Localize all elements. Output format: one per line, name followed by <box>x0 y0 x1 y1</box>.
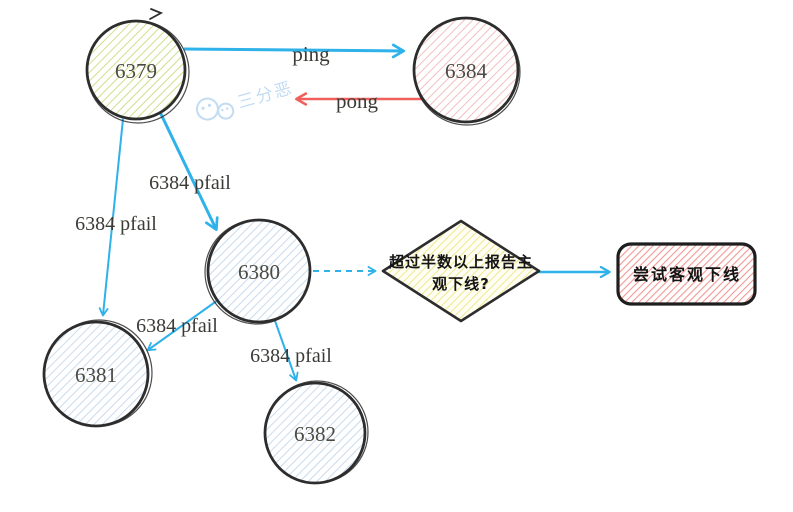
diagram-edges <box>98 43 611 382</box>
node-6381: 6381 <box>42 319 153 428</box>
node-6379: 6379 <box>85 8 190 124</box>
node-6382: 6382 <box>263 380 369 485</box>
edge-6380-to-6381-arrow <box>146 299 219 352</box>
node-6384-circle <box>412 16 520 124</box>
node-6379-sketch-tick <box>149 8 164 20</box>
edge-6380-to-6382-arrow <box>273 317 299 382</box>
node-6382-label: 6382 <box>294 422 336 446</box>
node-6381-circle <box>42 320 150 428</box>
node-6379-circle <box>85 19 187 121</box>
action-box-shape <box>616 242 757 306</box>
wechat-icon-bubble-large <box>195 97 219 121</box>
action-box-label: 尝试客观下线 <box>633 265 741 284</box>
edge-label-pfail-6380-6381: 6384 pfail <box>136 315 218 337</box>
node-6379-label: 6379 <box>115 59 157 83</box>
wechat-icon-eye <box>201 106 205 110</box>
decision-text-line1: 超过半数以上报告主 <box>388 253 533 271</box>
node-6380: 6380 <box>204 218 312 325</box>
decision-text-line2: 观下线? <box>432 275 490 293</box>
node-6384: 6384 <box>412 16 521 126</box>
edge-ping-arrow <box>183 43 406 59</box>
edge-labels: ping pong 6384 pfail 6384 pfail 6384 pfa… <box>75 42 378 367</box>
watermark: 三分恶 <box>195 78 296 121</box>
edge-6379-to-6381-arrow <box>98 118 124 317</box>
action-box: 尝试客观下线 <box>616 242 757 306</box>
node-6380-label: 6380 <box>238 260 280 284</box>
wechat-icon-eye <box>225 107 229 110</box>
wechat-icon-eye <box>221 108 224 112</box>
edge-label-pfail-6379-6381: 6384 pfail <box>75 213 157 235</box>
wechat-icon-eye <box>207 103 212 107</box>
wechat-icon-bubble-small <box>217 102 235 120</box>
decision-diamond-shape <box>381 219 541 323</box>
edge-label-ping: ping <box>292 42 330 66</box>
edge-label-pong: pong <box>336 89 379 113</box>
node-6382-circle <box>263 381 367 485</box>
watermark-text: 三分恶 <box>235 78 295 113</box>
node-6381-label: 6381 <box>75 363 117 387</box>
edge-label-pfail-6379-6380: 6384 pfail <box>149 172 231 194</box>
node-6380-circle <box>206 218 312 324</box>
node-6384-label: 6384 <box>445 59 488 83</box>
edge-6379-to-6380-arrow <box>158 111 219 232</box>
decision-diamond: 超过半数以上报告主 观下线? <box>381 219 541 323</box>
edge-label-pfail-6380-6382: 6384 pfail <box>250 345 332 367</box>
